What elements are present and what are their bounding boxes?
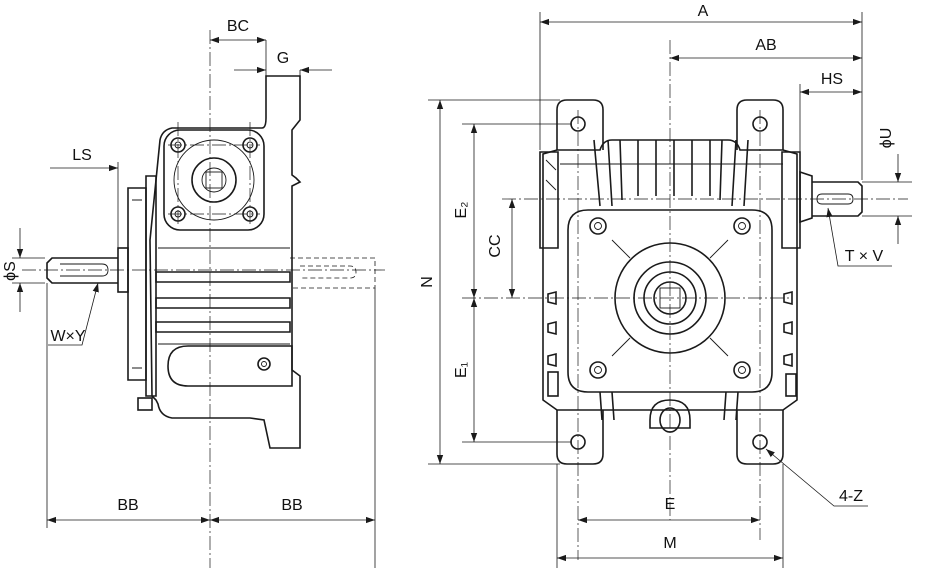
bc-label: BC [227, 18, 249, 35]
front-bottom-foot-left [556, 410, 604, 465]
m-ext [556, 464, 784, 568]
front-side-lugs [547, 290, 793, 306]
a-label: A [698, 3, 709, 20]
front-drain-boss [649, 399, 691, 429]
hs-label: HS [821, 71, 843, 88]
front-left-cap-hatch [545, 159, 557, 191]
cc-label: CC [487, 234, 504, 257]
g-label: G [277, 50, 289, 67]
side-cover-lines [132, 199, 142, 369]
n-label: N [419, 276, 436, 288]
z-label: 4-Z [839, 488, 863, 505]
n-ext [428, 99, 560, 465]
side-housing-outline [149, 75, 302, 449]
front-right-end-cap [781, 151, 801, 249]
front-right-plug [785, 373, 797, 397]
side-top-flange [163, 129, 265, 231]
z-leader [765, 448, 868, 507]
front-side-lugs-2 [547, 320, 793, 336]
side-fins [155, 247, 291, 345]
front-side-lugs-3 [547, 352, 793, 368]
side-bolt-centers [168, 122, 260, 226]
front-cover-plate [567, 209, 773, 393]
front-bottom-fins [599, 391, 739, 421]
front-foot-centers [577, 110, 761, 560]
ab-label: AB [755, 37, 776, 54]
front-fins [560, 139, 783, 207]
e-ext [462, 123, 572, 443]
wy-leader [48, 282, 99, 346]
e2-label: E₂ [453, 202, 470, 219]
s-label: ϕS [2, 261, 19, 281]
side-top-flange-rim [173, 139, 255, 221]
side-output-shaft-hidden [290, 257, 376, 289]
side-view: BC G LS ϕS W×Y BB BB [2, 18, 385, 568]
side-drain-plug [257, 357, 271, 371]
front-view: A AB HS ϕU T × V N E₂ E₁ CC E M [419, 3, 912, 568]
tv-label: T × V [845, 248, 884, 265]
front-top-foot-right [736, 99, 784, 150]
side-lower-boss [167, 345, 293, 387]
front-cover-bolts [589, 217, 751, 379]
front-left-plug [547, 371, 559, 397]
wy-label: W×Y [50, 328, 85, 345]
front-output-keyway [816, 193, 854, 205]
side-input-keyway [60, 263, 109, 277]
bb-label-right: BB [281, 497, 302, 514]
side-bearing-cover [127, 187, 147, 381]
front-right-seal [799, 170, 813, 224]
front-housing [542, 139, 798, 411]
a-ext [539, 12, 863, 180]
side-top-bore [201, 167, 227, 193]
bb-label-left: BB [117, 497, 138, 514]
side-input-shaft [46, 257, 118, 284]
side-top-flange-bolts [170, 137, 258, 222]
side-top-bore-outer [191, 157, 237, 203]
ls-label: LS [72, 147, 92, 164]
front-cover-ribs [611, 239, 729, 357]
e1-label: E₁ [453, 362, 470, 378]
u-label: ϕU [878, 128, 895, 149]
side-nut [137, 397, 153, 411]
side-output-keyway-hidden [300, 265, 357, 279]
side-top-key [205, 171, 223, 189]
tv-leader [826, 207, 892, 267]
m-label: M [663, 535, 676, 552]
e-label: E [665, 496, 676, 513]
front-left-end-cap [539, 151, 559, 249]
bb-ext [46, 283, 376, 568]
front-top-foot-left [556, 99, 604, 150]
u-ext [862, 181, 912, 217]
